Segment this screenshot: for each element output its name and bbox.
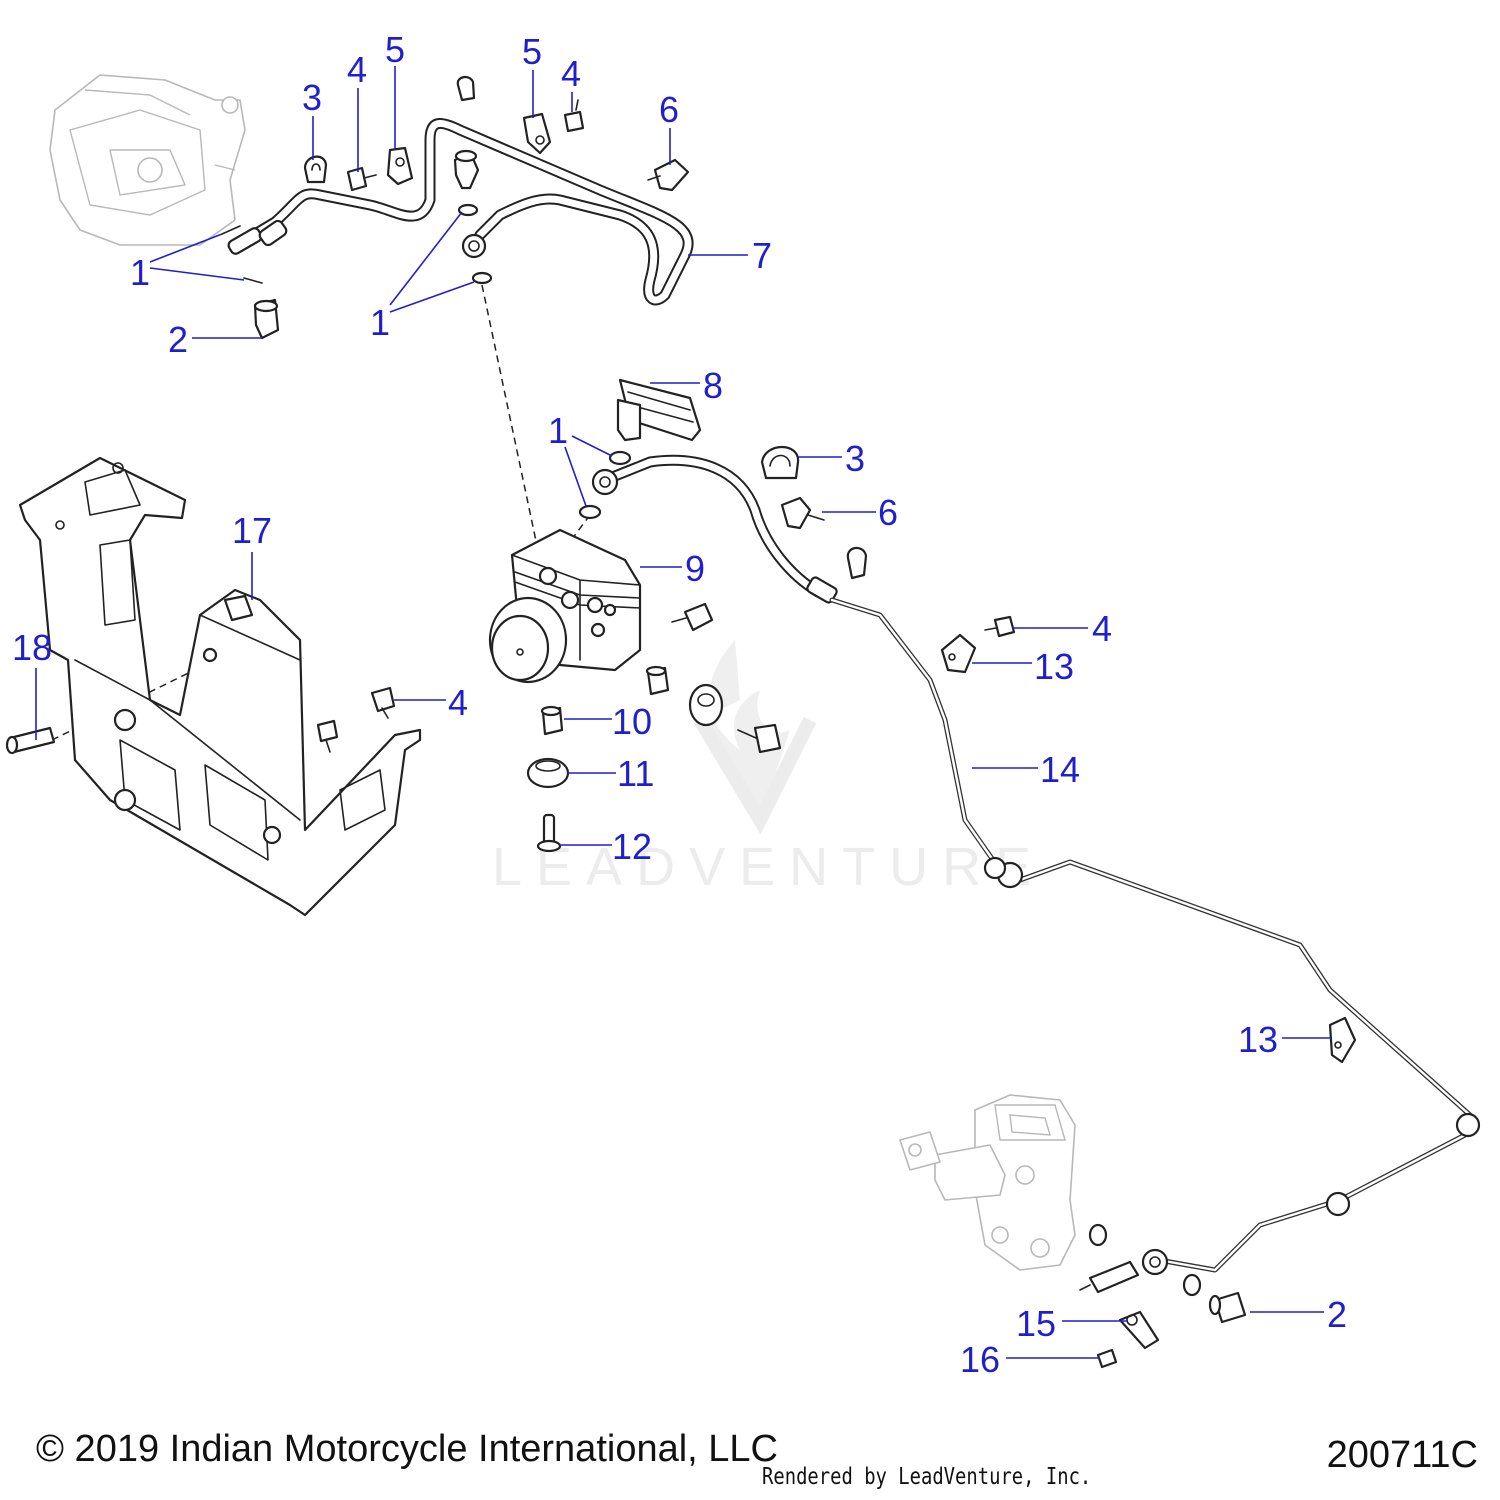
callout-1-c: 1 [548, 410, 568, 451]
item-5-bracket-b [522, 112, 552, 155]
callout-11: 11 [617, 753, 654, 794]
item-4-bolt-b [563, 99, 585, 133]
callout-6-b: 6 [878, 492, 898, 533]
item-14-brake-line [591, 454, 1481, 1276]
callout-16: 16 [960, 1339, 1000, 1380]
leadventure-watermark: LEADVENTURE [492, 640, 1045, 897]
item-15-switch [1079, 1260, 1160, 1350]
item-12-bolt [536, 723, 782, 853]
item-4-bolt-d [316, 686, 396, 753]
diagram-code: 200711C [1326, 1434, 1478, 1476]
callout-4-c: 4 [1092, 608, 1112, 649]
item-3-clip-upper [303, 155, 328, 184]
item-1-copper-washers-upper [221, 203, 493, 285]
callout-5-a: 5 [385, 29, 405, 70]
callout-5-b: 5 [522, 31, 542, 72]
item-4-bolt-c [984, 615, 1016, 638]
callout-4-b: 4 [561, 53, 581, 94]
item-8-connector [616, 378, 702, 442]
small-clip-top [456, 75, 476, 102]
item-10-spacer [540, 665, 670, 736]
item-7-brake-hose [227, 118, 694, 306]
callout-6-a: 6 [659, 89, 679, 130]
callout-3-b: 3 [845, 438, 865, 479]
item-16-screw [1096, 1348, 1118, 1369]
callout-3-a: 3 [302, 77, 322, 118]
callout-12: 12 [612, 826, 652, 867]
callout-13-a: 13 [1034, 646, 1074, 687]
item-2-banjo-bolt-upper [253, 298, 280, 340]
item-3-clip-mid [760, 446, 800, 480]
item-6-clamp-upper [647, 158, 690, 192]
small-clip-mid [846, 546, 868, 580]
callout-18: 18 [12, 627, 52, 668]
callout-15: 15 [1016, 1303, 1056, 1344]
item-5-bracket-a [386, 146, 414, 186]
callout-8: 8 [703, 365, 723, 406]
leader-lines [35, 66, 1332, 1359]
item-17-mounting-bracket [18, 456, 422, 917]
item-18-bolt [5, 726, 56, 755]
callout-labels: 1 1 1 2 2 3 3 4 4 4 4 5 5 6 6 7 8 9 10 1… [12, 29, 1347, 1380]
callout-9: 9 [685, 548, 705, 589]
callout-1-a: 1 [130, 252, 150, 293]
callout-17: 17 [232, 510, 272, 551]
callout-4-a: 4 [347, 49, 367, 90]
bleeder-bolt-upper [453, 149, 480, 190]
item-1-copper-washers-mid [578, 450, 632, 520]
item-9-abs-module [488, 528, 642, 684]
callout-14: 14 [1040, 749, 1080, 790]
item-13-clamp-a [940, 633, 977, 674]
callout-13-b: 13 [1238, 1019, 1278, 1060]
master-cylinder-reference [899, 1094, 1076, 1271]
callout-4-d: 4 [448, 682, 468, 723]
item-4-bolt-a [346, 166, 377, 192]
callout-10: 10 [612, 701, 652, 742]
callout-2-b: 2 [1327, 1294, 1347, 1335]
callout-7: 7 [752, 235, 772, 276]
item-2-banjo-bolt-lower [1088, 1223, 1247, 1324]
callout-2-a: 2 [168, 319, 188, 360]
rendered-by-notice: Rendered by LeadVenture, Inc. [762, 1464, 1092, 1490]
brake-caliper-reference [49, 74, 246, 246]
copyright-notice: © 2019 Indian Motorcycle International, … [36, 1428, 778, 1470]
abs-bleeder [671, 602, 714, 632]
item-6-clamp-mid [780, 496, 825, 530]
watermark-text: LEADVENTURE [492, 837, 1045, 897]
callout-1-b: 1 [370, 302, 390, 343]
assembly-line-a [481, 284, 541, 561]
item-13-clamp-b [1328, 1016, 1357, 1064]
